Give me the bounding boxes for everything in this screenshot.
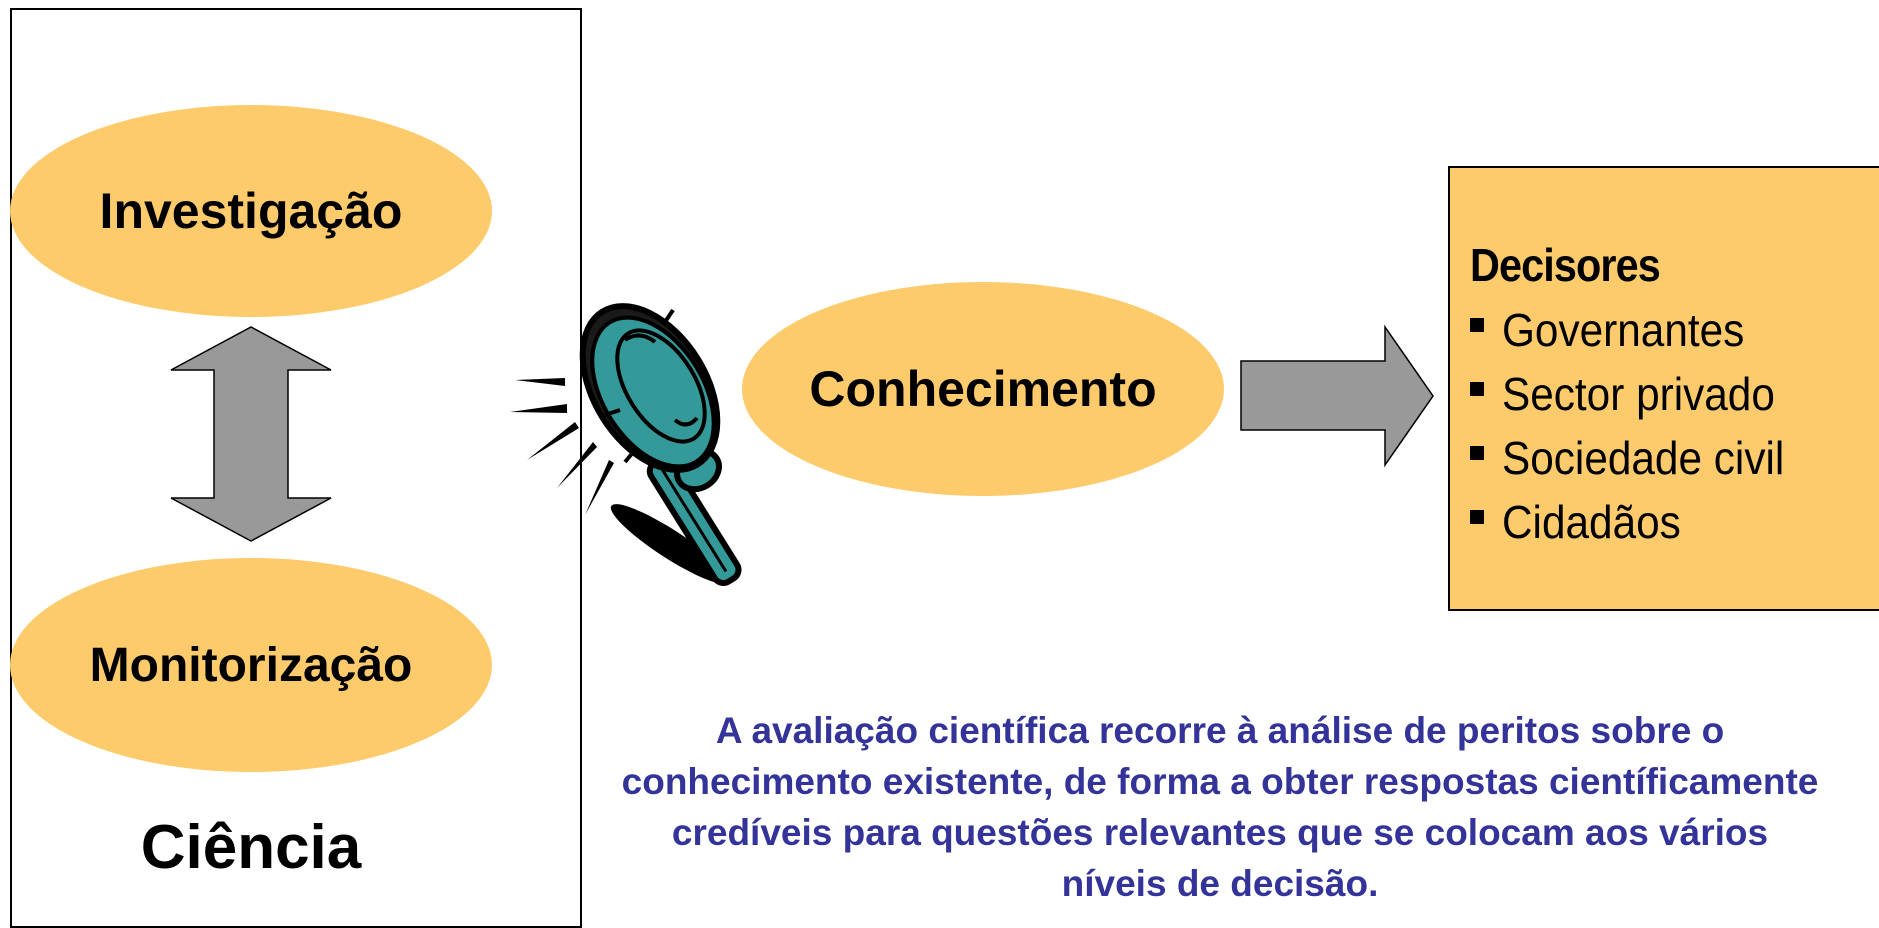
investigacao-label: Investigação <box>99 183 403 239</box>
investigacao-node: Investigação <box>10 105 492 317</box>
magnifying-glass-icon <box>510 303 742 587</box>
conhecimento-node: Conhecimento <box>742 282 1224 496</box>
list-item: Sociedade civil <box>1470 426 1809 490</box>
monitorizacao-label: Monitorização <box>89 638 413 692</box>
list-item-label: Sociedade civil <box>1502 432 1785 484</box>
caption-text: A avaliação científica recorre à análise… <box>621 710 1819 904</box>
bullet-icon <box>1470 318 1484 332</box>
list-item: Sector privado <box>1470 362 1809 426</box>
decisores-box: Decisores Governantes Sector privado Soc… <box>1448 166 1879 611</box>
list-item-label: Sector privado <box>1502 368 1775 420</box>
ciencia-label: Ciência <box>140 813 362 882</box>
list-item-label: Cidadãos <box>1502 496 1681 548</box>
bullet-icon <box>1470 510 1484 524</box>
right-arrow-icon <box>1240 324 1434 468</box>
bullet-icon <box>1470 446 1484 460</box>
list-item-label: Governantes <box>1502 304 1745 356</box>
conhecimento-label: Conhecimento <box>809 361 1157 417</box>
list-item: Cidadãos <box>1470 490 1809 554</box>
bullet-icon <box>1470 382 1484 396</box>
double-arrow-icon <box>170 326 332 542</box>
monitorizacao-node: Monitorização <box>10 558 492 772</box>
list-item: Governantes <box>1470 298 1809 362</box>
decisores-list: Governantes Sector privado Sociedade civ… <box>1470 298 1809 554</box>
decisores-title: Decisores <box>1470 239 1661 291</box>
